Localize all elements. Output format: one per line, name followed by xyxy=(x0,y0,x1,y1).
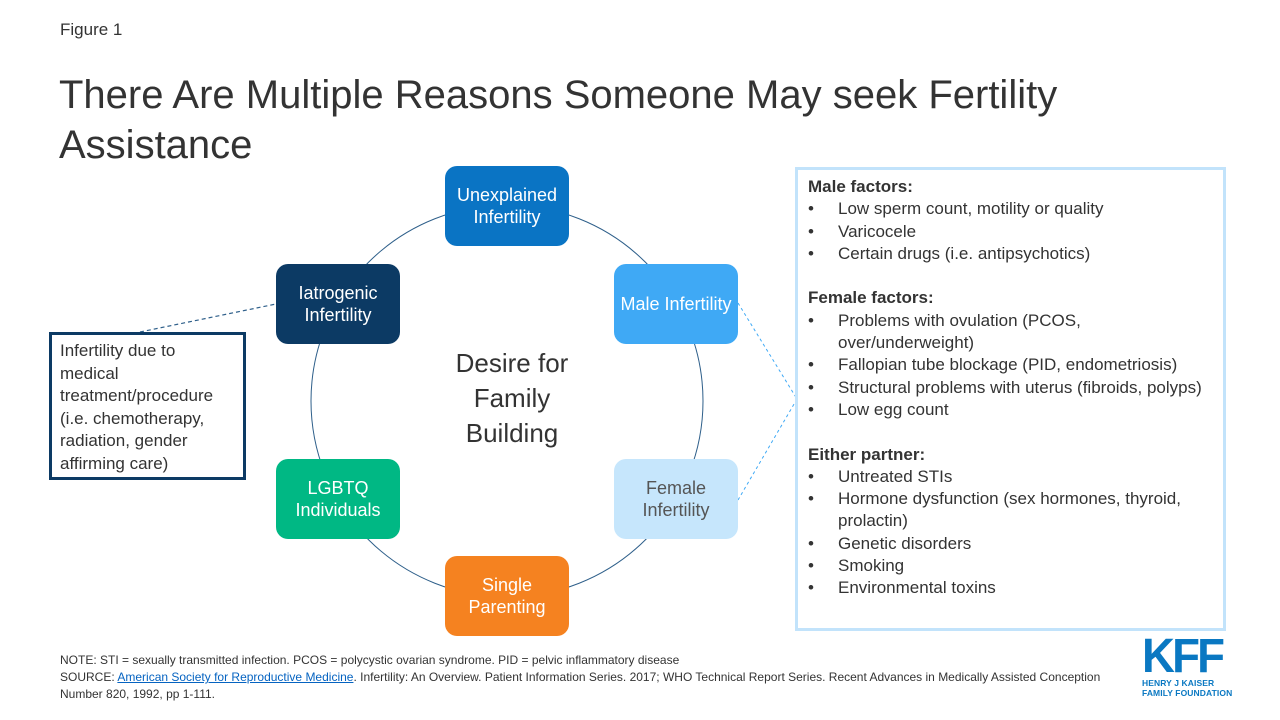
node-female-infertility: Female Infertility xyxy=(614,459,738,539)
factor-item: •Certain drugs (i.e. antipsychotics) xyxy=(808,243,1213,265)
bullet-icon: • xyxy=(808,377,814,397)
iatrogenic-note-text: Infertility due to medical treatment/pro… xyxy=(60,341,214,473)
logo-wordmark: KFF xyxy=(1142,630,1225,683)
bullet-icon: • xyxy=(808,221,814,241)
factor-item: •Low sperm count, motility or quality xyxy=(808,198,1213,220)
factor-item: •Fallopian tube blockage (PID, endometri… xyxy=(808,354,1213,376)
figure-label: Figure 1 xyxy=(60,20,123,39)
source-link[interactable]: American Society for Reproductive Medici… xyxy=(117,670,354,684)
bullet-icon: • xyxy=(808,355,814,375)
factor-item: •Problems with ovulation (PCOS, over/und… xyxy=(808,310,1081,353)
iatrogenic-note-box: Infertility due to medical treatment/pro… xyxy=(49,332,246,480)
bullet-icon: • xyxy=(808,399,814,419)
node-lgbtq-individuals: LGBTQ Individuals xyxy=(276,459,400,539)
node-label: LGBTQ Individuals xyxy=(295,478,381,520)
bullet-icon: • xyxy=(808,489,814,509)
factor-item: •Genetic disorders xyxy=(808,533,1213,555)
factor-group-either: Either partner: •Untreated STIs •Hormone… xyxy=(808,444,1213,600)
bullet-icon: • xyxy=(808,243,814,263)
factors-box: Male factors: •Low sperm count, motility… xyxy=(795,167,1226,631)
node-label: Female Infertility xyxy=(642,478,710,520)
center-line: Family xyxy=(473,383,551,413)
factor-item: •Varicocele xyxy=(808,221,1213,243)
bullet-icon: • xyxy=(808,310,814,330)
bullet-icon: • xyxy=(808,199,814,219)
node-label: Single Parenting xyxy=(468,575,546,617)
node-label: Male Infertility xyxy=(620,294,732,314)
center-line: Desire for xyxy=(455,348,569,378)
logo-org-line: HENRY J KAISER xyxy=(1142,678,1215,688)
factor-heading: Either partner: xyxy=(808,444,926,464)
logo-org-line: FAMILY FOUNDATION xyxy=(1142,688,1233,698)
node-single-parenting: Single Parenting xyxy=(445,556,569,636)
factor-group-female: Female factors: •Problems with ovulation… xyxy=(808,287,1213,421)
center-line: Building xyxy=(465,418,559,448)
node-unexplained-infertility: Unexplained Infertility xyxy=(445,166,569,246)
factor-item: •Hormone dysfunction (sex hormones, thyr… xyxy=(808,489,1181,531)
source-prefix: SOURCE: xyxy=(60,670,118,684)
source-rest: . Infertility: An Overview. Patient Info… xyxy=(60,670,1101,701)
factor-item: •Structural problems with uterus (fibroi… xyxy=(808,377,1213,399)
factor-item: •Environmental toxins xyxy=(808,577,1213,599)
factor-item: •Smoking xyxy=(808,555,1213,577)
node-male-infertility: Male Infertility xyxy=(614,264,738,344)
factor-heading: Female factors: xyxy=(808,288,934,308)
node-iatrogenic-infertility: Iatrogenic Infertility xyxy=(276,264,400,344)
iatrogenic-callout-line xyxy=(139,303,277,333)
node-label: Unexplained Infertility xyxy=(456,185,558,227)
female-callout-line xyxy=(737,398,798,501)
factor-item: •Untreated STIs xyxy=(808,466,1213,488)
factor-item: •Low egg count xyxy=(808,399,1213,421)
factor-heading: Male factors: xyxy=(808,177,913,196)
page-title: There Are Multiple Reasons Someone May s… xyxy=(59,73,1058,167)
bullet-icon: • xyxy=(808,466,814,486)
factor-group-male: Male factors: •Low sperm count, motility… xyxy=(808,176,1213,265)
footnote: NOTE: STI = sexually transmitted infecti… xyxy=(60,653,680,667)
male-callout-line xyxy=(737,302,798,400)
source-note: SOURCE: American Society for Reproductiv… xyxy=(60,669,1120,703)
kff-logo: KFF HENRY J KAISER FAMILY FOUNDATION xyxy=(1142,630,1242,699)
footer-notes: NOTE: STI = sexually transmitted infecti… xyxy=(60,652,1120,703)
bullet-icon: • xyxy=(808,533,814,553)
bullet-icon: • xyxy=(808,556,814,576)
node-label: Iatrogenic Infertility xyxy=(298,283,378,325)
bullet-icon: • xyxy=(808,578,814,598)
center-label: Desire for Family Building xyxy=(432,346,592,451)
